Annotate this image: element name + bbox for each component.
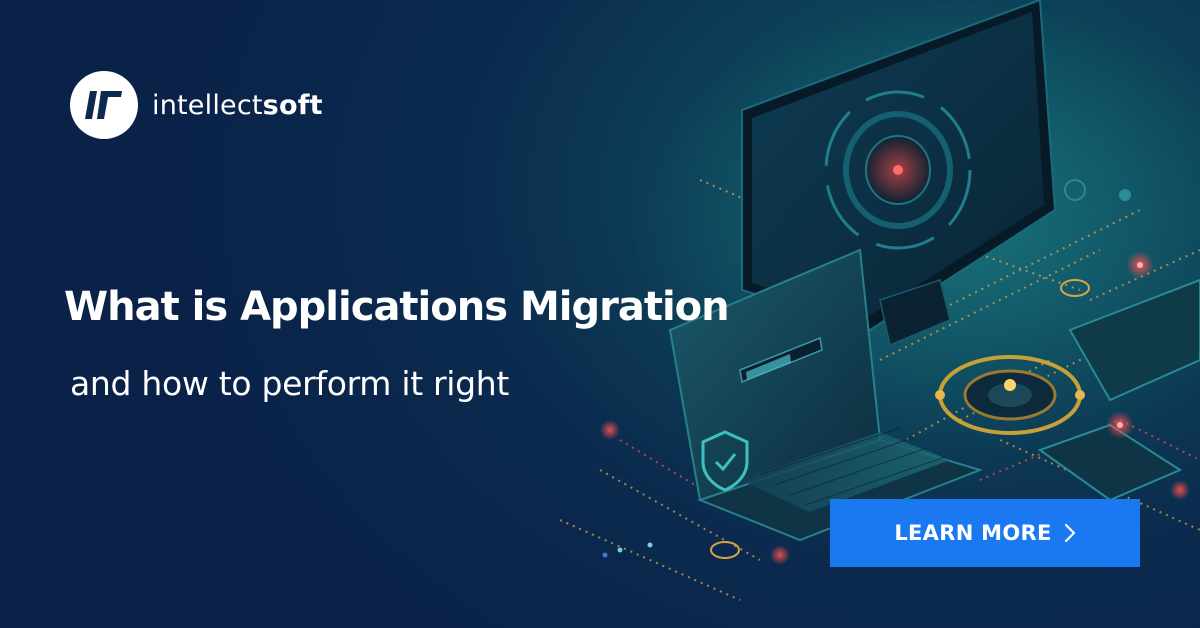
logo-glyph-icon (85, 91, 122, 119)
learn-more-label: LEARN MORE (894, 521, 1052, 545)
page-title: What is Applications Migration (64, 284, 730, 330)
learn-more-button[interactable]: LEARN MORE (830, 499, 1140, 567)
monitor-graphic (741, 0, 1057, 347)
brand-name-bold: soft (262, 89, 323, 121)
brand-name-light: intellect (152, 89, 263, 121)
page-subtitle: and how to perform it right (70, 364, 510, 403)
tablet-graphic (1037, 278, 1200, 502)
brand-logo[interactable]: intellectsoft (70, 71, 323, 139)
brand-name: intellectsoft (152, 92, 323, 119)
chevron-right-icon (1064, 523, 1076, 543)
laptop-graphic (668, 248, 984, 542)
floor-target-graphic (935, 355, 1085, 435)
logo-mark-icon (70, 71, 138, 139)
